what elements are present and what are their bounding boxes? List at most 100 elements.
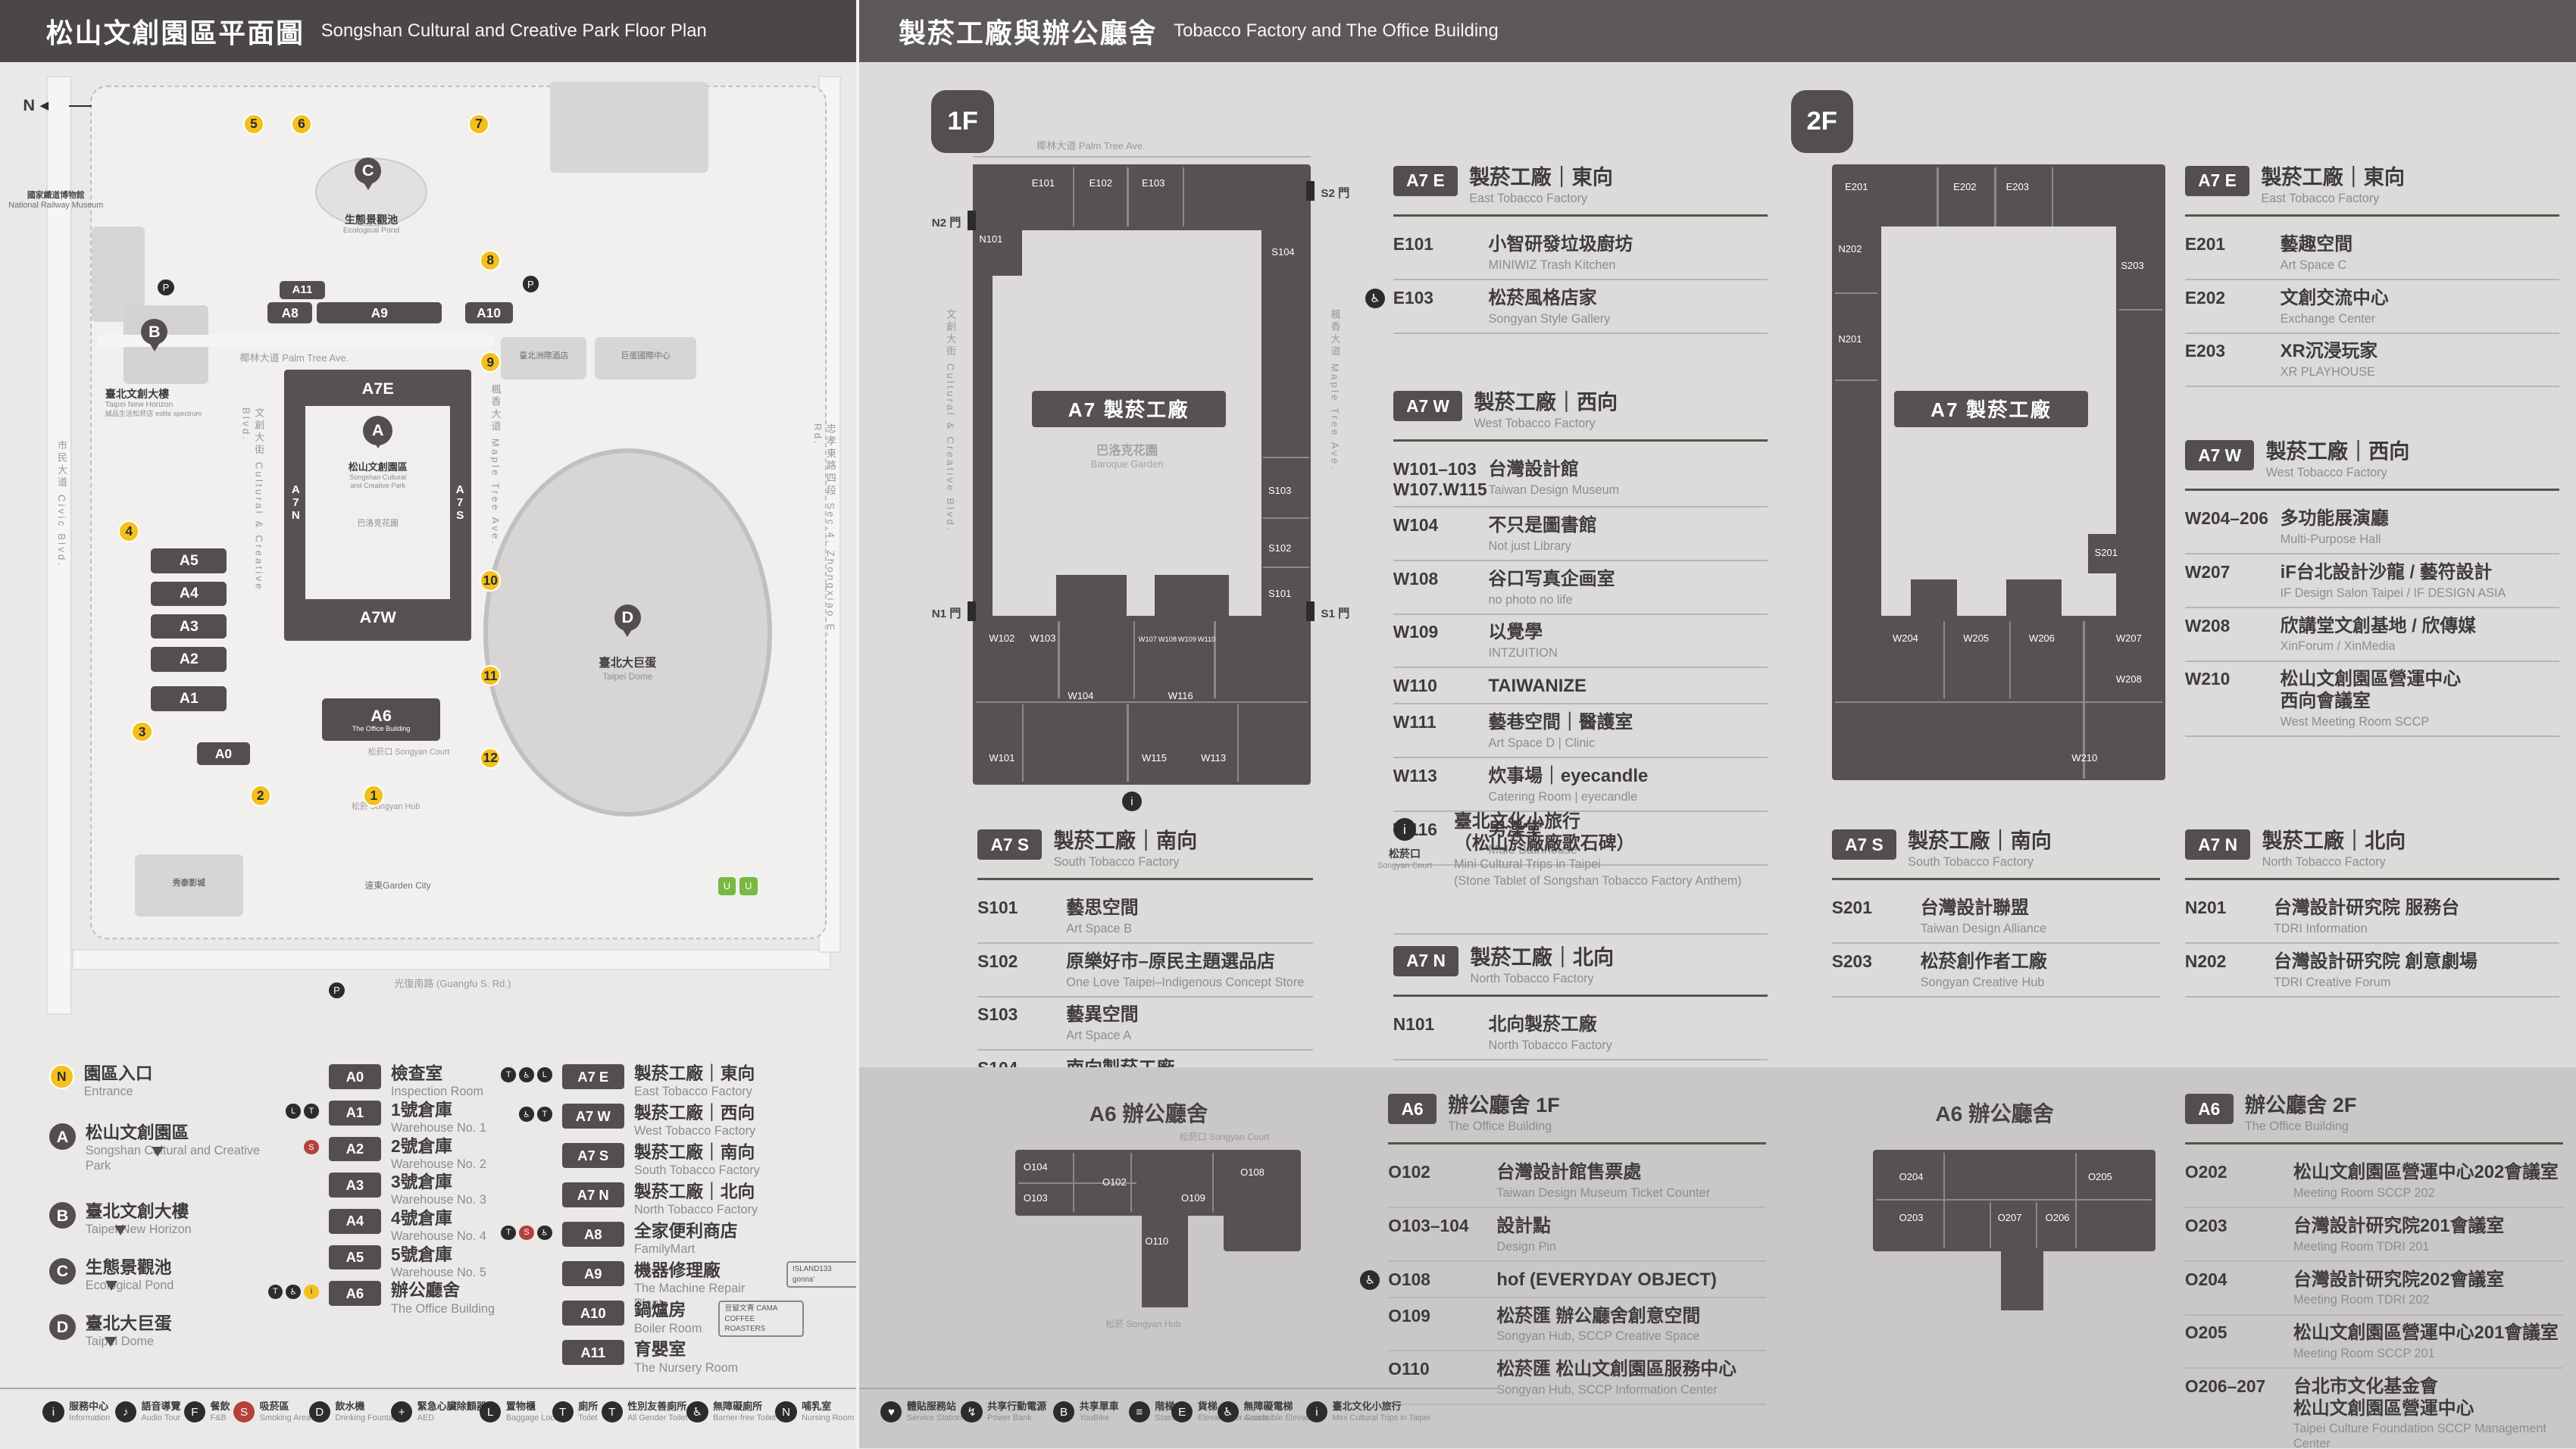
room-divider: [2083, 620, 2085, 779]
garden-city-label: 遠東Garden City: [364, 880, 431, 892]
facility-label-zh: 無障礙廁所: [713, 1401, 763, 1413]
legend-building-zh: 4號倉庫: [391, 1207, 452, 1228]
dome-complex-block: [550, 82, 708, 173]
a6-2f-title: A6 辦公廳舍: [1935, 1101, 2054, 1126]
legend-icon-slot: [263, 1064, 319, 1067]
section-badge: A6: [2184, 1094, 2234, 1125]
item-name: 原樂好市–原民主題選品店: [1066, 951, 1275, 972]
item-sub: One Love Taipei–Indigenous Concept Store: [1066, 975, 1305, 989]
entrance-gate-9: 9: [480, 351, 502, 373]
item-code: E103: [1393, 288, 1479, 308]
item-sub: Male Bathhouse: [1488, 843, 1577, 857]
room-divider: [2009, 620, 2012, 698]
eslite-label: 誠品生活松菸店 eslite spectrum: [105, 410, 202, 418]
facility-label-zh: 哺乳室: [802, 1401, 832, 1413]
legend-building-en: North Tobacco Factory: [633, 1203, 758, 1217]
facility-label-zh: 共享行動電源: [987, 1401, 1047, 1413]
item-name-2: 松山文創園區營運中心: [2293, 1397, 2474, 1419]
item-code: N202: [2185, 951, 2264, 972]
item-sub: XR PLAYHOUSE: [2280, 365, 2375, 379]
youbike-icon: U: [739, 876, 758, 895]
item-name: TAIWANIZE: [1488, 676, 1587, 697]
item-sub: Multi-Purpose Hall: [2280, 532, 2381, 546]
legend-building-en: Warehouse No. 5: [391, 1265, 486, 1279]
room-divider: [1130, 1153, 1132, 1213]
map-block-A5: A5: [151, 548, 227, 573]
legend-building-zh: 全家便利商店: [633, 1221, 738, 1241]
room-label-N202: N202: [1838, 242, 1862, 255]
facility-label-zh: 飲水機: [335, 1401, 365, 1413]
item-code-line: O103–104: [1388, 1215, 1469, 1235]
legend-building-en: West Tobacco Factory: [633, 1124, 756, 1138]
museum-label-zh: 國家鐵道博物館: [27, 190, 85, 200]
item-code: O206–207: [2185, 1376, 2284, 1397]
plan1f-street-top: 椰林大道 Palm Tree Ave.: [1036, 140, 1146, 152]
item-code: E202: [2185, 288, 2271, 308]
legend-building-zh: 1號倉庫: [391, 1099, 452, 1120]
accessible-icon: ♿: [519, 1067, 534, 1082]
dome-label-zh: 臺北大巨蛋: [599, 657, 657, 670]
room-label-O110: O110: [1145, 1235, 1169, 1247]
item-sub: Taiwan Design Alliance: [1920, 921, 2047, 935]
item-code-line: W207: [2184, 561, 2231, 582]
room-label-O205: O205: [2087, 1171, 2112, 1183]
pin-C: C: [355, 158, 382, 184]
entrance-gate-icon: N: [49, 1064, 74, 1089]
item-sub: Taipei Culture Foundation SCCP Managemen…: [2293, 1422, 2546, 1449]
map-block-A1: A1: [151, 686, 227, 711]
pin-B: B: [141, 318, 168, 345]
room-label-W103: W103: [1030, 632, 1056, 644]
item-code-line: W113: [1393, 765, 1437, 785]
item-sub: Taiwan Design Museum: [1488, 482, 1620, 497]
item-code: W104: [1393, 515, 1479, 536]
room-divider: [1994, 167, 1996, 227]
accessible-icon: ♿: [1360, 1269, 1380, 1290]
section-badge: A6: [1388, 1094, 1437, 1125]
item-code-line: O202: [2184, 1162, 2227, 1182]
baroque-garden-label: 巴洛克花園: [357, 519, 399, 529]
legend-icon-slot: [263, 1173, 319, 1176]
legend-building-en: The Nursery Room: [633, 1360, 739, 1375]
section-subtitle: The Office Building: [2244, 1120, 2349, 1134]
item-code: O205: [2185, 1323, 2284, 1343]
section-badge: A7 W: [1393, 391, 1463, 422]
left-header-title-zh: 松山文創園區平面圖: [45, 17, 305, 48]
room-label-O207: O207: [1997, 1212, 2022, 1224]
entrance-gate-11: 11: [480, 665, 502, 687]
room-label-W113: W113: [1201, 752, 1227, 764]
item-code-line: W208: [2184, 615, 2231, 635]
item-name: 不只是圖書館: [1488, 514, 1597, 536]
legend-building-zh: 3號倉庫: [391, 1172, 452, 1192]
court-sub: Mini Cultural Trips in Taipei: [1453, 857, 1601, 871]
room-divider: [1943, 620, 1946, 698]
item-code: W207: [2185, 562, 2271, 582]
item-sub: INTZUITION: [1488, 646, 1558, 660]
dome-intl-label: 巨蛋國際中心: [621, 351, 671, 361]
section-title: 製菸工廠｜南向: [1053, 829, 1198, 853]
